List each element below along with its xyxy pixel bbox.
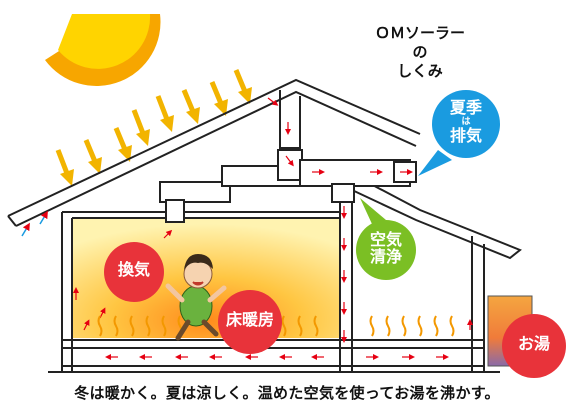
air-clean-label-bottom: 清浄 (369, 246, 402, 266)
air-clean-bubble (356, 220, 416, 280)
ray-arrow (181, 89, 200, 124)
summer-exhaust-bubble (432, 90, 500, 158)
summer-exhaust-label-top: 夏季 (449, 98, 482, 117)
air-clean-label-top: 空気 (369, 230, 402, 249)
sun-icon (45, 14, 161, 87)
floor-heating-label: 床暖房 (225, 310, 274, 329)
ray-arrow (131, 109, 150, 146)
floor-heat-marks (97, 315, 455, 337)
summer-exhaust-bubble-tail (418, 150, 452, 176)
ray-arrow (209, 81, 228, 116)
air-clean-label: 空気 清浄 (356, 230, 416, 266)
diagram-caption: 冬は暖かく。夏は涼しく。温めた空気を使ってお湯を沸かす。 (74, 384, 500, 402)
hot-water-label: お湯 (517, 334, 550, 353)
ventilation-label: 換気 (117, 260, 150, 279)
ray-arrow (55, 149, 74, 186)
title-line-3: しくみ (397, 62, 443, 80)
summer-exhaust-label-bottom: 排気 (449, 125, 482, 145)
air-clean-bubble-tail (360, 198, 386, 224)
title-line-1: ＯＭソーラー (374, 24, 465, 42)
diagram-title: ＯＭソーラー の しくみ (360, 24, 480, 81)
title-line-2: の (412, 43, 428, 61)
ray-arrow (83, 139, 102, 174)
ray-arrow (155, 95, 174, 132)
ray-arrow (233, 69, 252, 104)
summer-exhaust-label-small: は (461, 116, 471, 127)
ray-arrow (113, 127, 132, 162)
duct-system (159, 149, 417, 223)
child-icon (165, 254, 227, 341)
floor-heating-bubble (218, 290, 282, 354)
summer-exhaust-label: 夏季 は 排気 (432, 98, 500, 145)
solar-rays (55, 69, 252, 186)
house-outline (7, 78, 522, 373)
ventilation-bubble (104, 242, 164, 302)
eave-intake-arrows (21, 210, 48, 237)
hot-water-bubble (502, 314, 566, 378)
